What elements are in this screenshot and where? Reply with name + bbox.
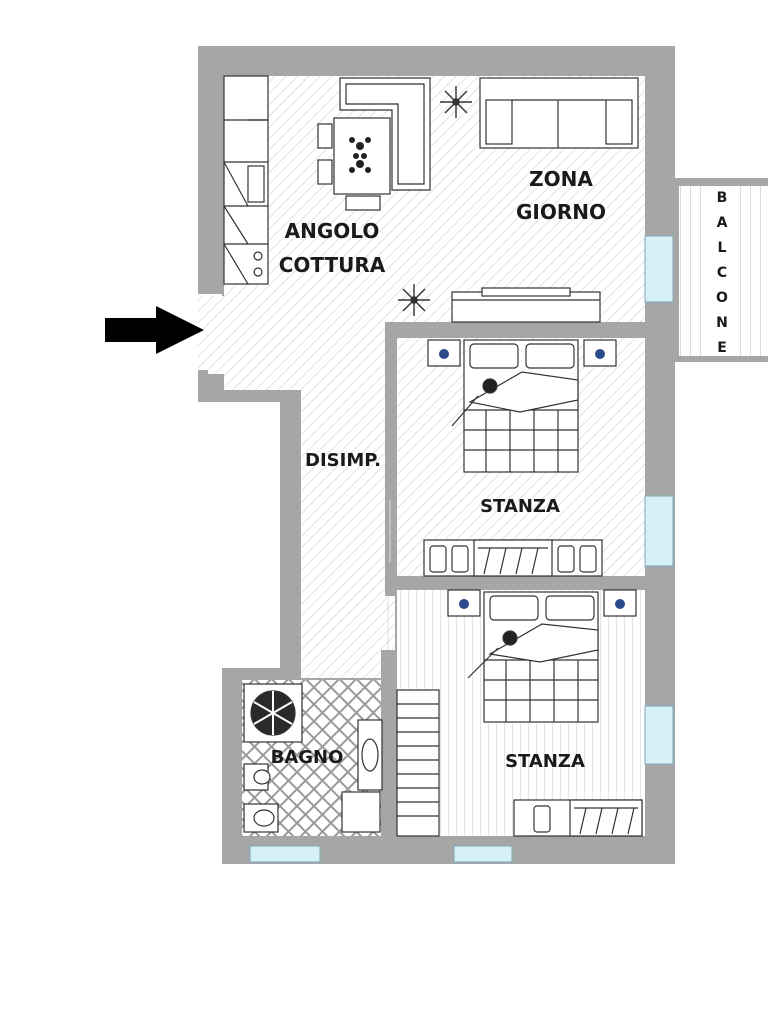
window-bedroom-2 [644,705,674,765]
label-cottura: COTTURA [279,253,386,277]
kitchen-counter [223,75,269,285]
stove-icon [253,251,263,261]
balcony [673,178,768,362]
nightstand-lamp-icon [427,339,617,367]
label-balcone-b: B [717,190,728,206]
label-angolo: ANGOLO [285,219,380,243]
sofa [479,77,639,149]
label-stanza-1: STANZA [480,496,560,517]
bed-1 [451,339,579,473]
tv-unit [451,287,601,323]
entrance-arrow-icon [105,306,204,354]
label-balcone-n: N [716,315,728,331]
corner-sofa [339,77,431,191]
window-living [644,235,674,303]
label-stanza-2: STANZA [505,751,585,772]
label-balcone-c: C [717,265,727,281]
label-balcone-e: E [717,340,727,356]
wardrobe-2 [513,799,643,837]
label-giorno: GIORNO [516,200,606,224]
staircase [396,689,440,837]
bathroom-fixtures [243,683,383,833]
plant-icon [398,86,472,316]
entrance-opening [198,296,224,368]
windows [249,235,674,863]
sink-icon [247,165,265,203]
label-bagno: BAGNO [271,747,344,768]
label-zona: ZONA [529,167,593,191]
dining-table [317,117,391,211]
label-balcone-l: L [718,240,727,256]
window-bedroom-2-bottom [453,845,513,863]
bed-2 [467,591,599,723]
window-bath [249,845,321,863]
label-balcone-o: O [716,290,728,306]
room-labels: ANGOLO COTTURA ZONA GIORNO DISIMP. STANZ… [271,167,728,772]
label-disimpegno: DISIMP. [305,450,381,471]
nightstand-lamp-icon [447,589,637,617]
door-lines [387,500,391,650]
wardrobe-1 [423,539,603,577]
floor-living-kitchen [208,76,645,678]
label-balcone-a: A [717,215,728,231]
window-bedroom-1 [644,495,674,567]
